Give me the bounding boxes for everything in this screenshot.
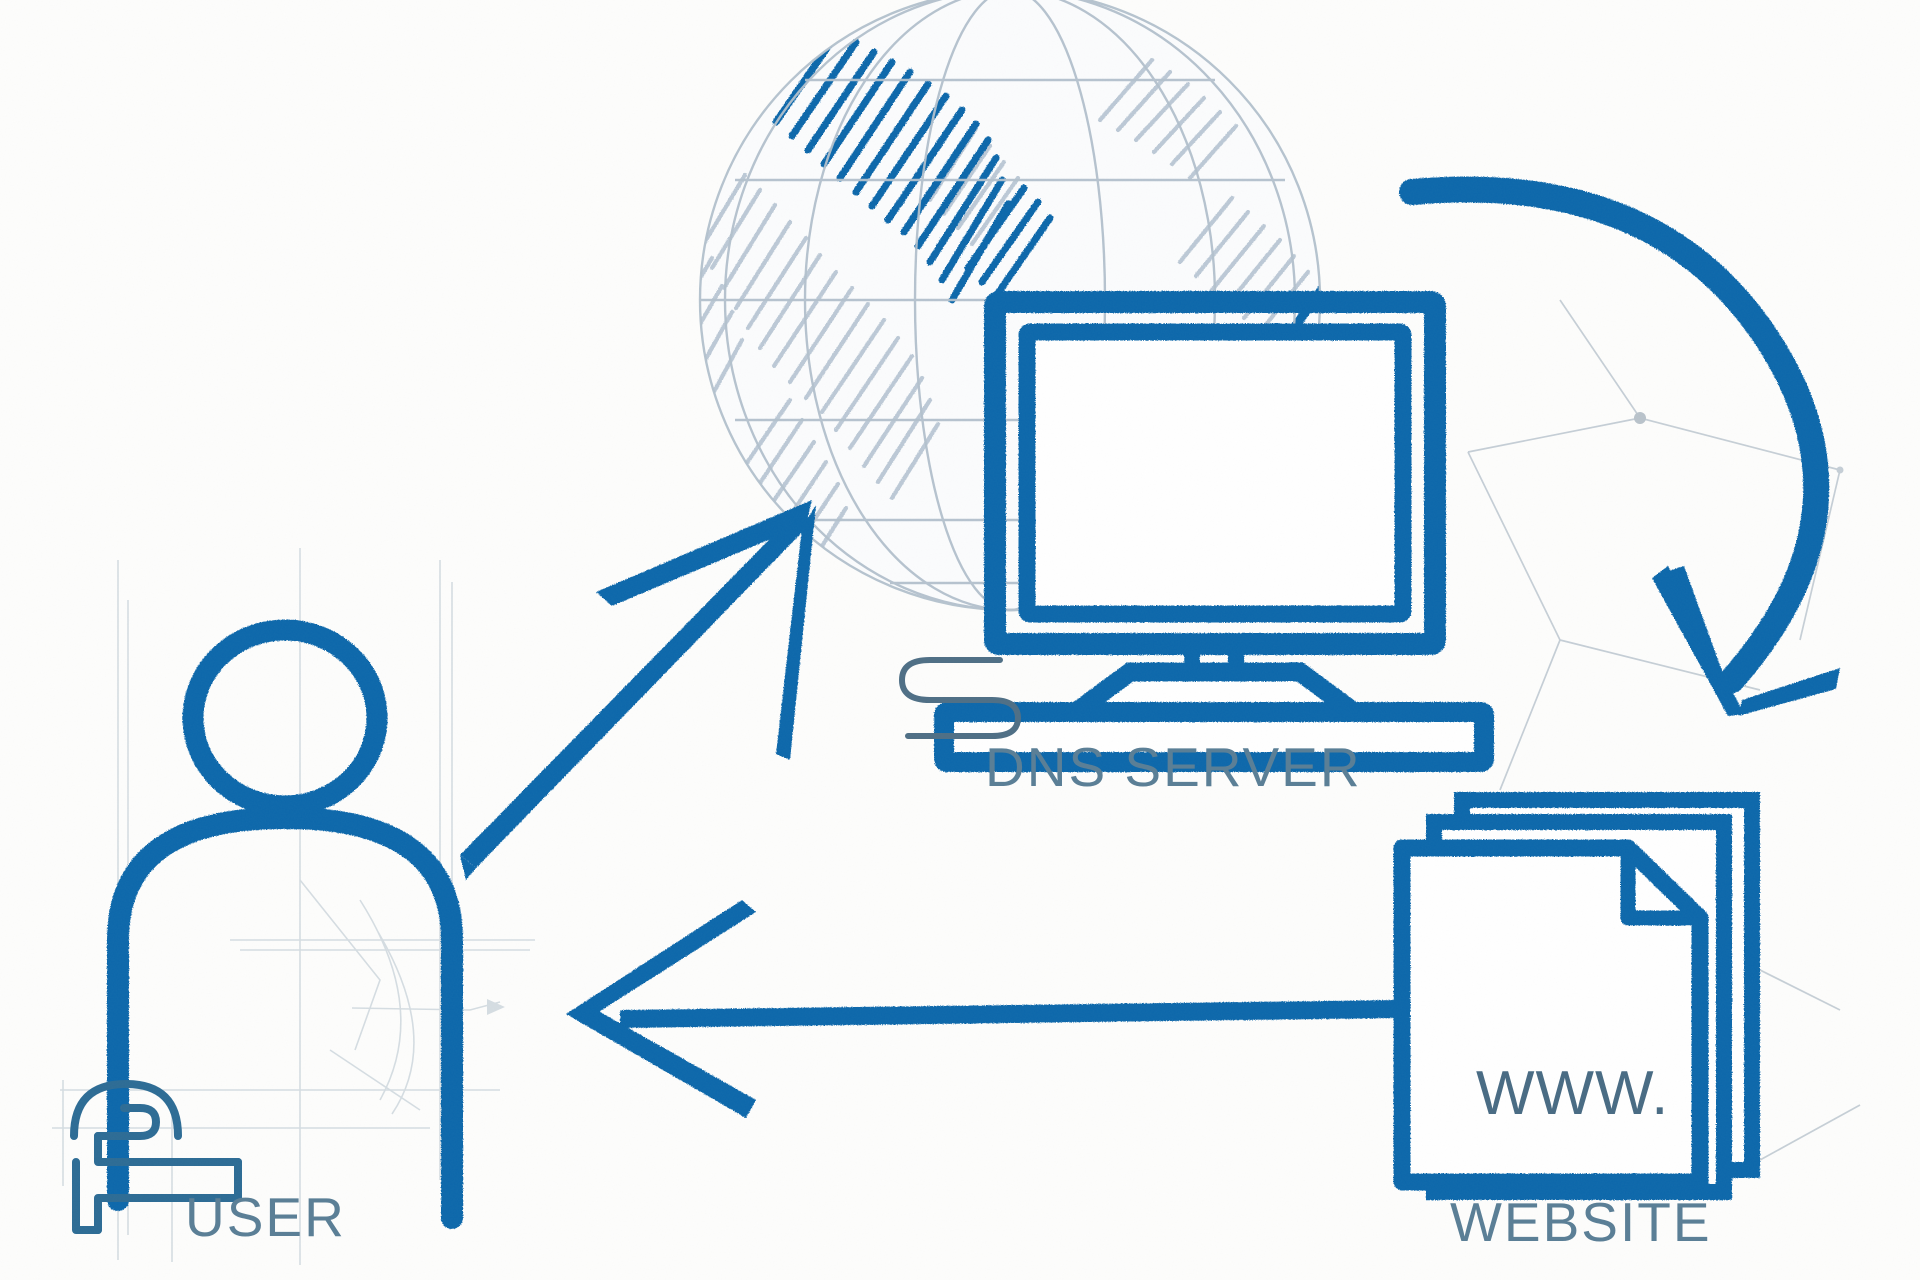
- dns-server-label: DNS SERVER: [985, 736, 1362, 798]
- user-label: USER: [185, 1186, 346, 1248]
- www-text: WWW.: [1476, 1059, 1670, 1128]
- website-label: WEBSITE: [1450, 1191, 1712, 1253]
